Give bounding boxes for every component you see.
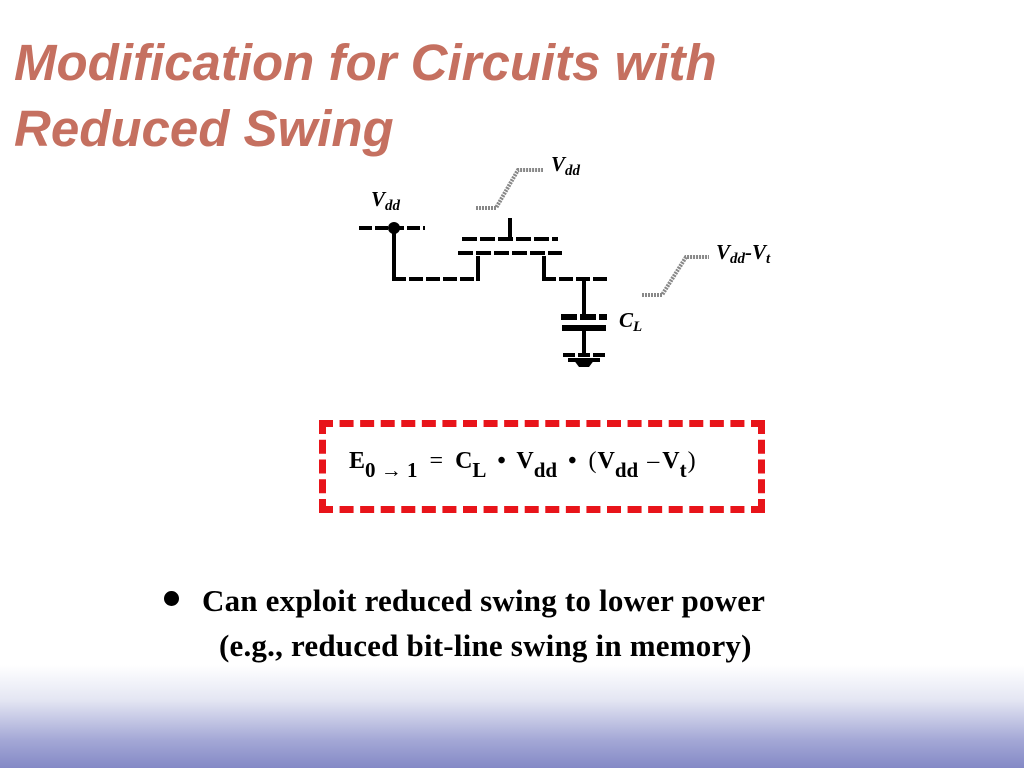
ground-icon <box>573 359 595 367</box>
bullet-item: Can exploit reduced swing to lower power… <box>160 578 765 668</box>
slide-title-line-1: Modification for Circuits with <box>14 34 717 91</box>
vdd-gate-label: Vdd <box>551 152 581 179</box>
bullet-line-2: (e.g., reduced bit-line swing in memory) <box>219 628 752 663</box>
circuit-wires <box>359 218 608 362</box>
output-waveform <box>642 255 709 297</box>
bullet-text: Can exploit reduced swing to lower power… <box>202 578 765 668</box>
slide-title: Modification for Circuits with Reduced S… <box>14 30 717 162</box>
slide-title-line-2: Reduced Swing <box>14 100 394 157</box>
bullet-list: Can exploit reduced swing to lower power… <box>160 578 765 668</box>
bullet-line-1: Can exploit reduced swing to lower power <box>202 583 766 618</box>
capacitor-plate-bottom <box>562 325 606 331</box>
vout-label: Vdd-Vt <box>716 240 771 267</box>
bullet-dot-icon <box>164 591 179 606</box>
equation-box: E0 → 1 = CL • Vdd • (Vdd –Vt) <box>319 420 765 513</box>
energy-equation: E0 → 1 = CL • Vdd • (Vdd –Vt) <box>349 448 696 482</box>
vdd-left-label: Vdd <box>371 187 401 214</box>
cl-label: CL <box>619 308 643 335</box>
gate-waveform <box>476 168 543 210</box>
vdd-node-dot <box>388 222 400 234</box>
